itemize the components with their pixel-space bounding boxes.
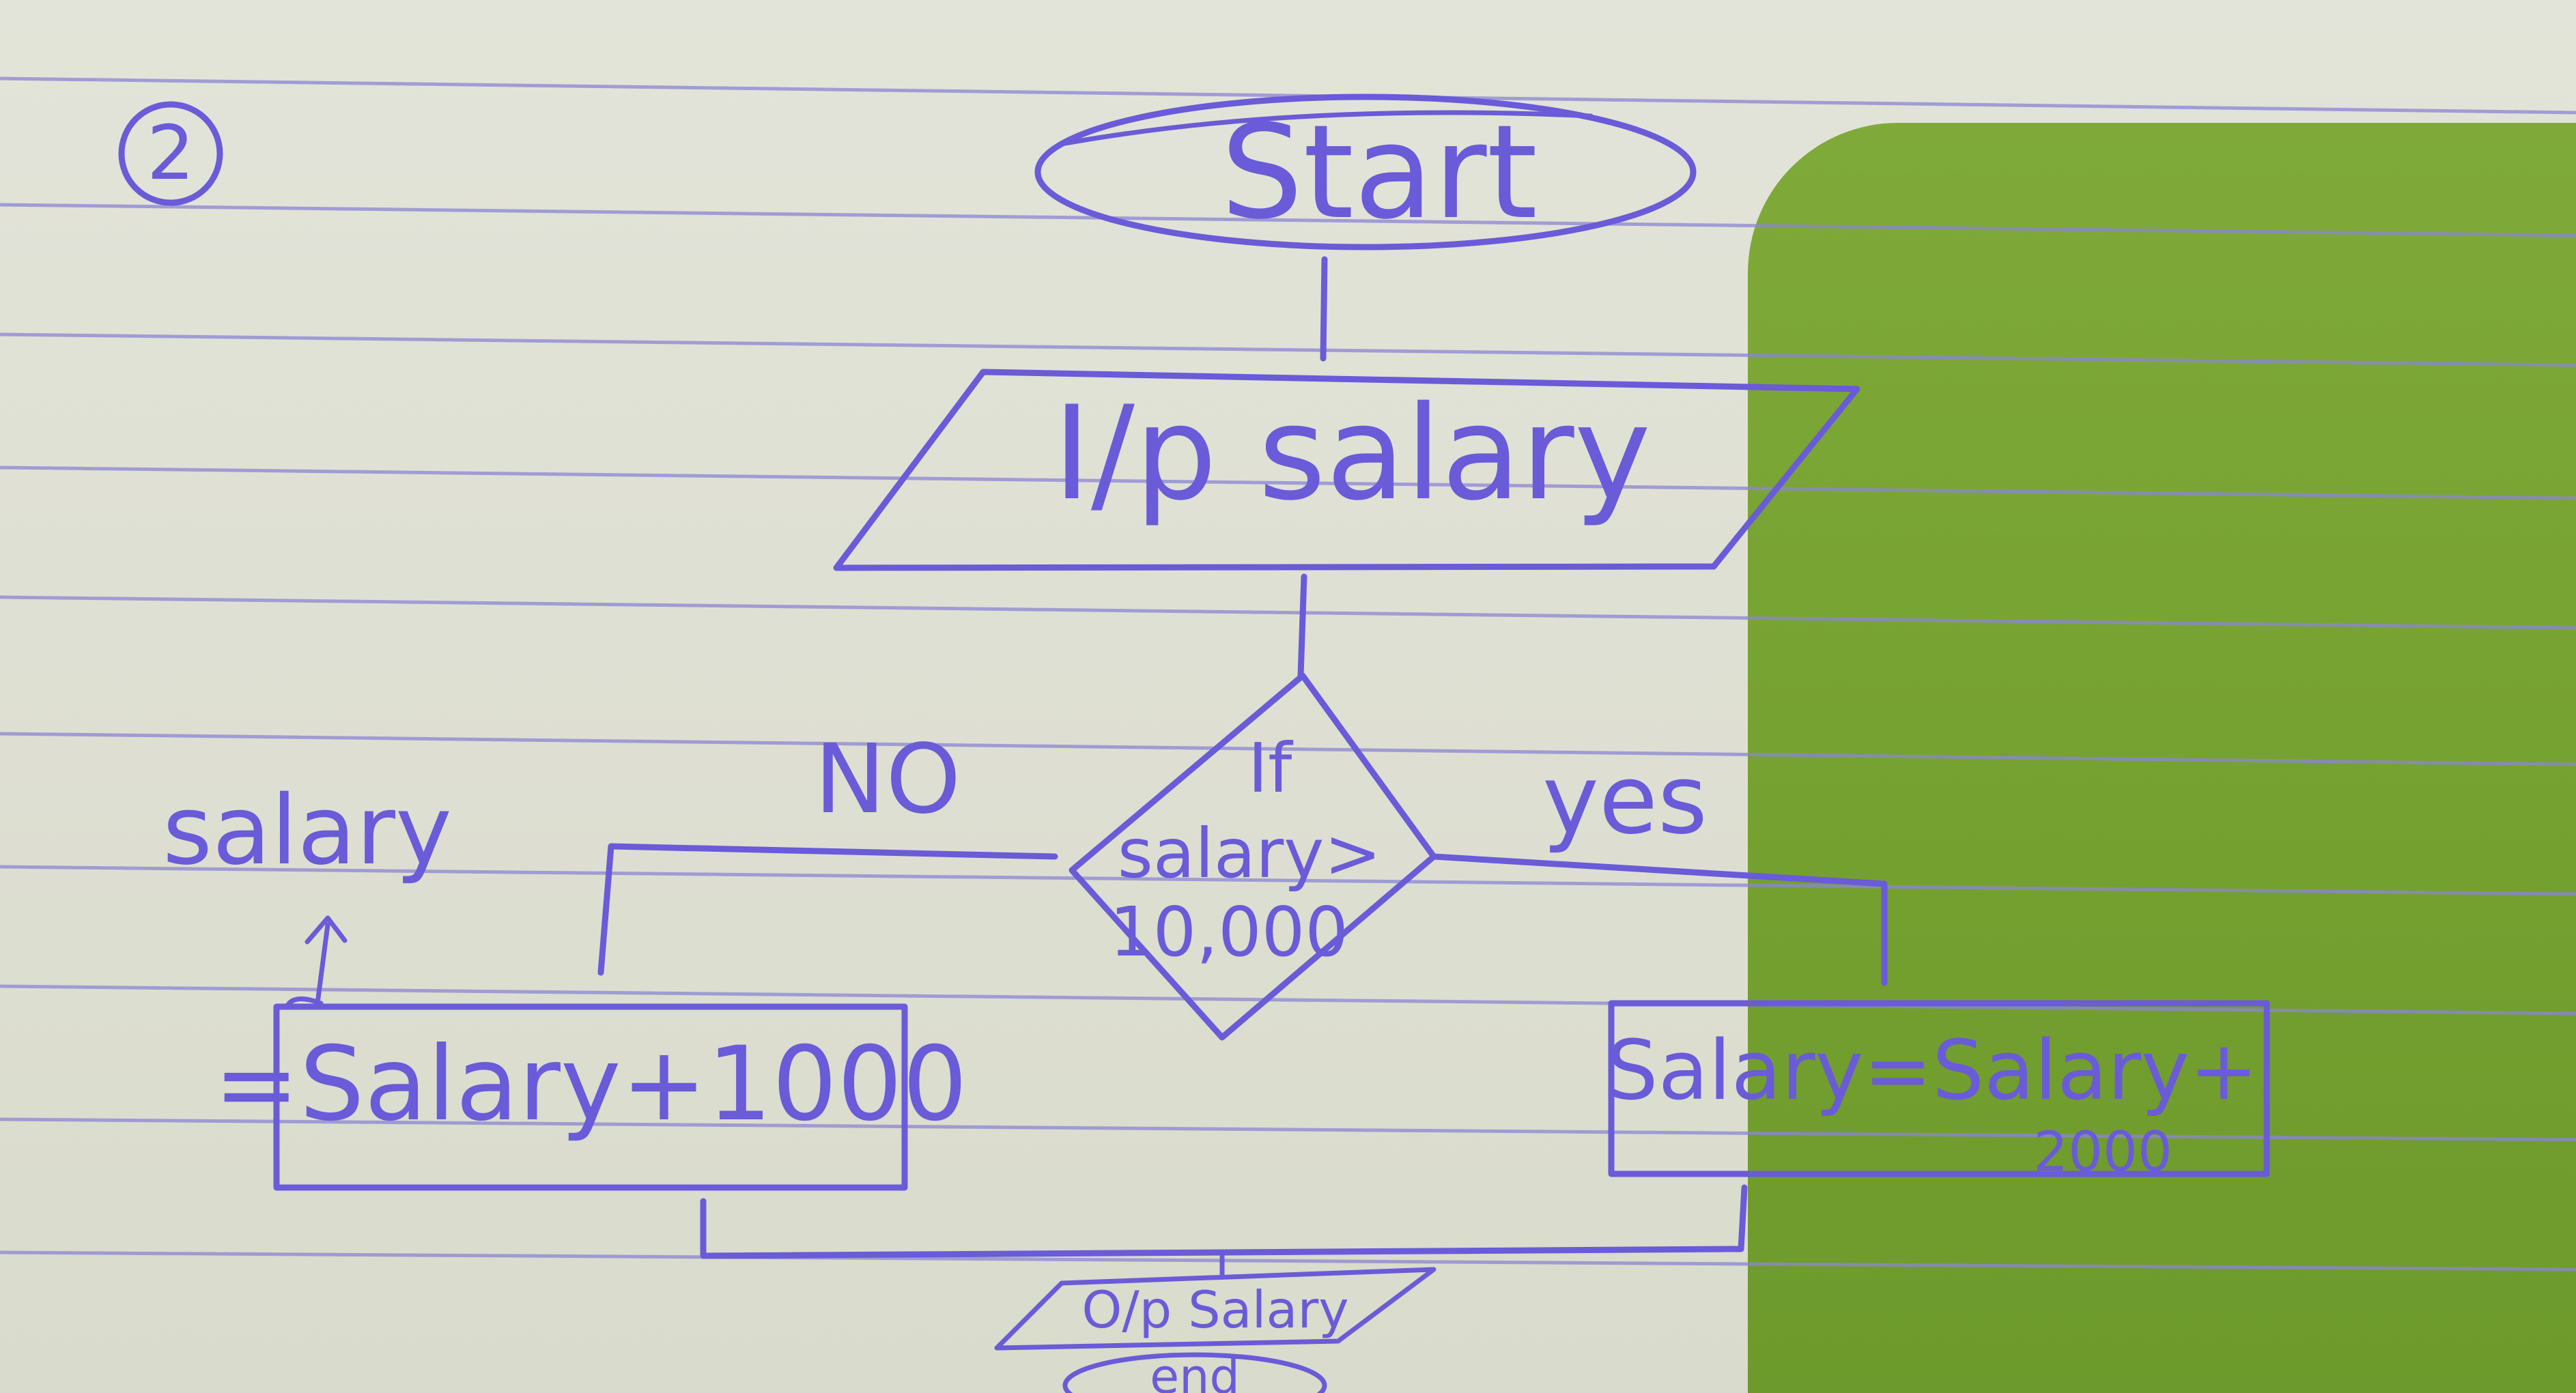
- connector-merge: [700, 1184, 1748, 1259]
- yes-process-cont: 2000: [2033, 1120, 2172, 1183]
- connector-start-input: [1320, 256, 1328, 362]
- decision-line2: salary>: [1118, 814, 1382, 893]
- no-label: NO: [815, 724, 961, 835]
- end-label: end: [1150, 1349, 1240, 1393]
- input-label: I/p salary: [1053, 378, 1651, 529]
- no-process-label: =Salary+1000: [214, 1025, 967, 1144]
- end-terminal: end: [1062, 1349, 1327, 1393]
- connector-yes: [1430, 853, 1888, 986]
- salary-assignee-label: salary: [162, 775, 452, 887]
- yes-process-box: [1608, 1000, 2270, 1177]
- connector-no: [597, 843, 1058, 976]
- yes-branch: yes Salary=Salary+ 2000: [1430, 745, 2270, 1183]
- start-terminal: Start: [1034, 94, 1697, 250]
- decision-line1: If: [1248, 728, 1294, 808]
- problem-number-label: 2: [147, 109, 195, 197]
- assignee-connector: [284, 996, 324, 1009]
- problem-number: 2: [118, 101, 223, 206]
- start-label: Start: [1221, 97, 1538, 248]
- no-branch: NO =Salary+1000 salary: [162, 724, 1058, 1191]
- yes-label: yes: [1542, 745, 1708, 856]
- no-process-box: [273, 1003, 908, 1191]
- input-parallelogram: I/p salary: [833, 369, 1860, 571]
- output-parallelogram: O/p Salary: [994, 1267, 1436, 1351]
- connector-input-decision: [1297, 573, 1307, 679]
- assignee-arrow: [305, 915, 348, 1006]
- decision-diamond: If salary> 10,000: [1068, 672, 1437, 1041]
- output-label: O/p Salary: [1081, 1280, 1348, 1340]
- decision-line3: 10,000: [1109, 892, 1348, 972]
- yes-process-label: Salary=Salary+: [1607, 1024, 2259, 1119]
